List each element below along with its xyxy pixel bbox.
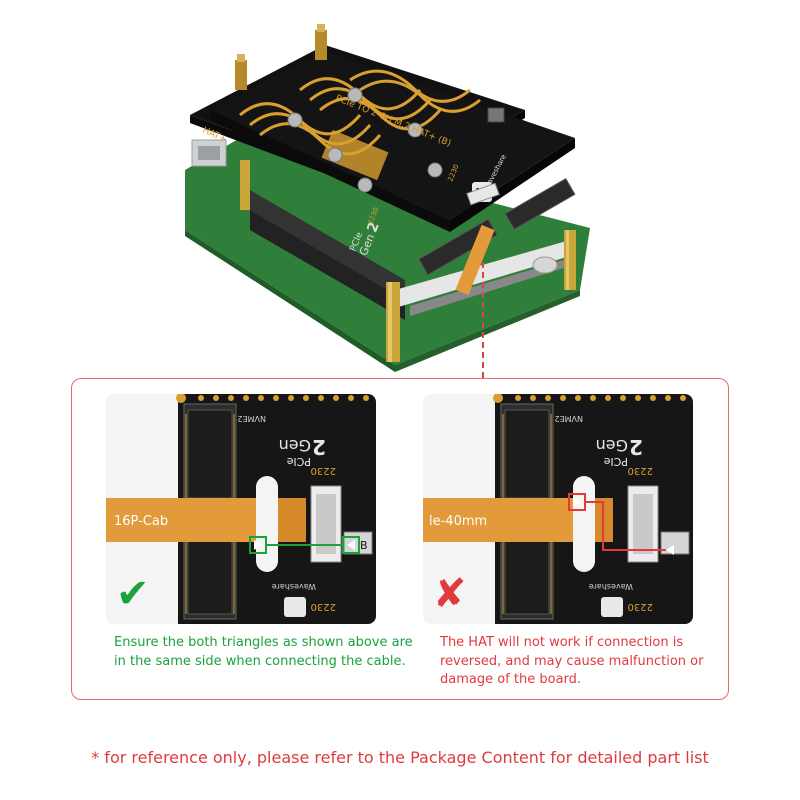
gen-num: 2 — [312, 435, 326, 459]
gen-line2: Gen — [279, 436, 311, 455]
cable-slot — [256, 476, 278, 572]
waveshare-logo — [284, 597, 306, 617]
incorrect-caption: The HAT will not work if connection is r… — [440, 635, 704, 687]
raspberry-pi-board — [185, 138, 590, 365]
incorrect-connection-panel: NVME2 PCIe Gen 2 2230 2230 Waveshare le-… — [423, 394, 693, 624]
mounting-screw — [287, 87, 443, 193]
ffc-cable — [455, 224, 495, 296]
callout-dashed-line — [482, 262, 484, 378]
slot-size-top: 2230 — [628, 465, 653, 476]
m2-slot — [418, 218, 498, 276]
misalignment-line — [585, 501, 666, 551]
slot-size-bottom: 2230 — [628, 601, 653, 612]
cross-icon: ✘ — [433, 571, 467, 617]
brand-label: Waveshare — [272, 582, 316, 591]
correct-caption: Ensure the both triangles as shown above… — [114, 635, 413, 669]
cable-label: 16P-Cab — [114, 514, 168, 529]
inductor — [487, 107, 505, 123]
check-icon: ✔ — [116, 571, 150, 617]
m2-slot — [504, 178, 576, 230]
triangle-highlight — [249, 536, 360, 554]
cable-slot — [573, 476, 595, 572]
correct-connection-panel: B NVME2 PCIe Gen 2 2230 2230 Waveshare — [106, 394, 376, 624]
product-photo: PCIe TO 2-CH M.2 HAT+ (B) PCIe Gen 2 HAT… — [185, 24, 590, 372]
gpio-header — [250, 190, 405, 320]
standoff — [235, 24, 327, 90]
slot-label: NVME2 — [554, 414, 583, 423]
spacer — [532, 256, 558, 274]
slot-size-bottom: 2230 — [311, 601, 336, 612]
gen-num: 2 — [629, 435, 643, 459]
waveshare-logo — [601, 597, 623, 617]
gen-line1: PCIe — [603, 455, 628, 468]
brand-label: Waveshare — [589, 582, 633, 591]
cable-label: le-40mm — [429, 514, 487, 529]
standoff — [564, 230, 576, 290]
triangle-highlight — [568, 493, 674, 555]
connector-pin-label: B — [360, 539, 368, 552]
gen-line1: PCIe — [286, 455, 311, 468]
slot-label: NVME2 — [237, 414, 266, 423]
footnote: * for reference only, please refer to th… — [91, 748, 709, 767]
gen-line2: Gen — [596, 436, 628, 455]
slot-size-top: 2230 — [311, 465, 336, 476]
